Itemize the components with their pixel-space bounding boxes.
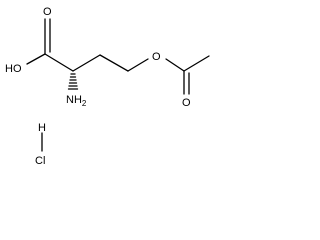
bond-alpha-beta (72, 54, 101, 72)
bond-hydroxyl-carboxyl (26, 53, 46, 65)
ester-oxygen-label: O (152, 51, 161, 63)
bond-gamma-ester-oxygen (127, 58, 149, 72)
bond-acetyl-methyl (183, 55, 210, 72)
amine-text: NH (66, 94, 82, 106)
carbonyl-oxygen-label: O (43, 6, 52, 18)
amine-subscript: 2 (82, 99, 87, 108)
amine-label: NH2 (66, 94, 87, 108)
hydroxyl-label: HO (5, 63, 22, 75)
structural-formula: HO O NH2 O O H Cl (5, 6, 210, 167)
hydrogen-label: H (38, 122, 46, 134)
chlorine-label: Cl (35, 155, 45, 167)
bond-beta-gamma (99, 54, 129, 72)
bond-ester-oxygen-acetyl (165, 58, 185, 72)
bond-group (26, 18, 210, 152)
stereo-hashed-wedge (67, 73, 79, 90)
acetyl-carbonyl-oxygen-label: O (182, 97, 191, 109)
bond-carboxyl-alpha (44, 53, 74, 72)
